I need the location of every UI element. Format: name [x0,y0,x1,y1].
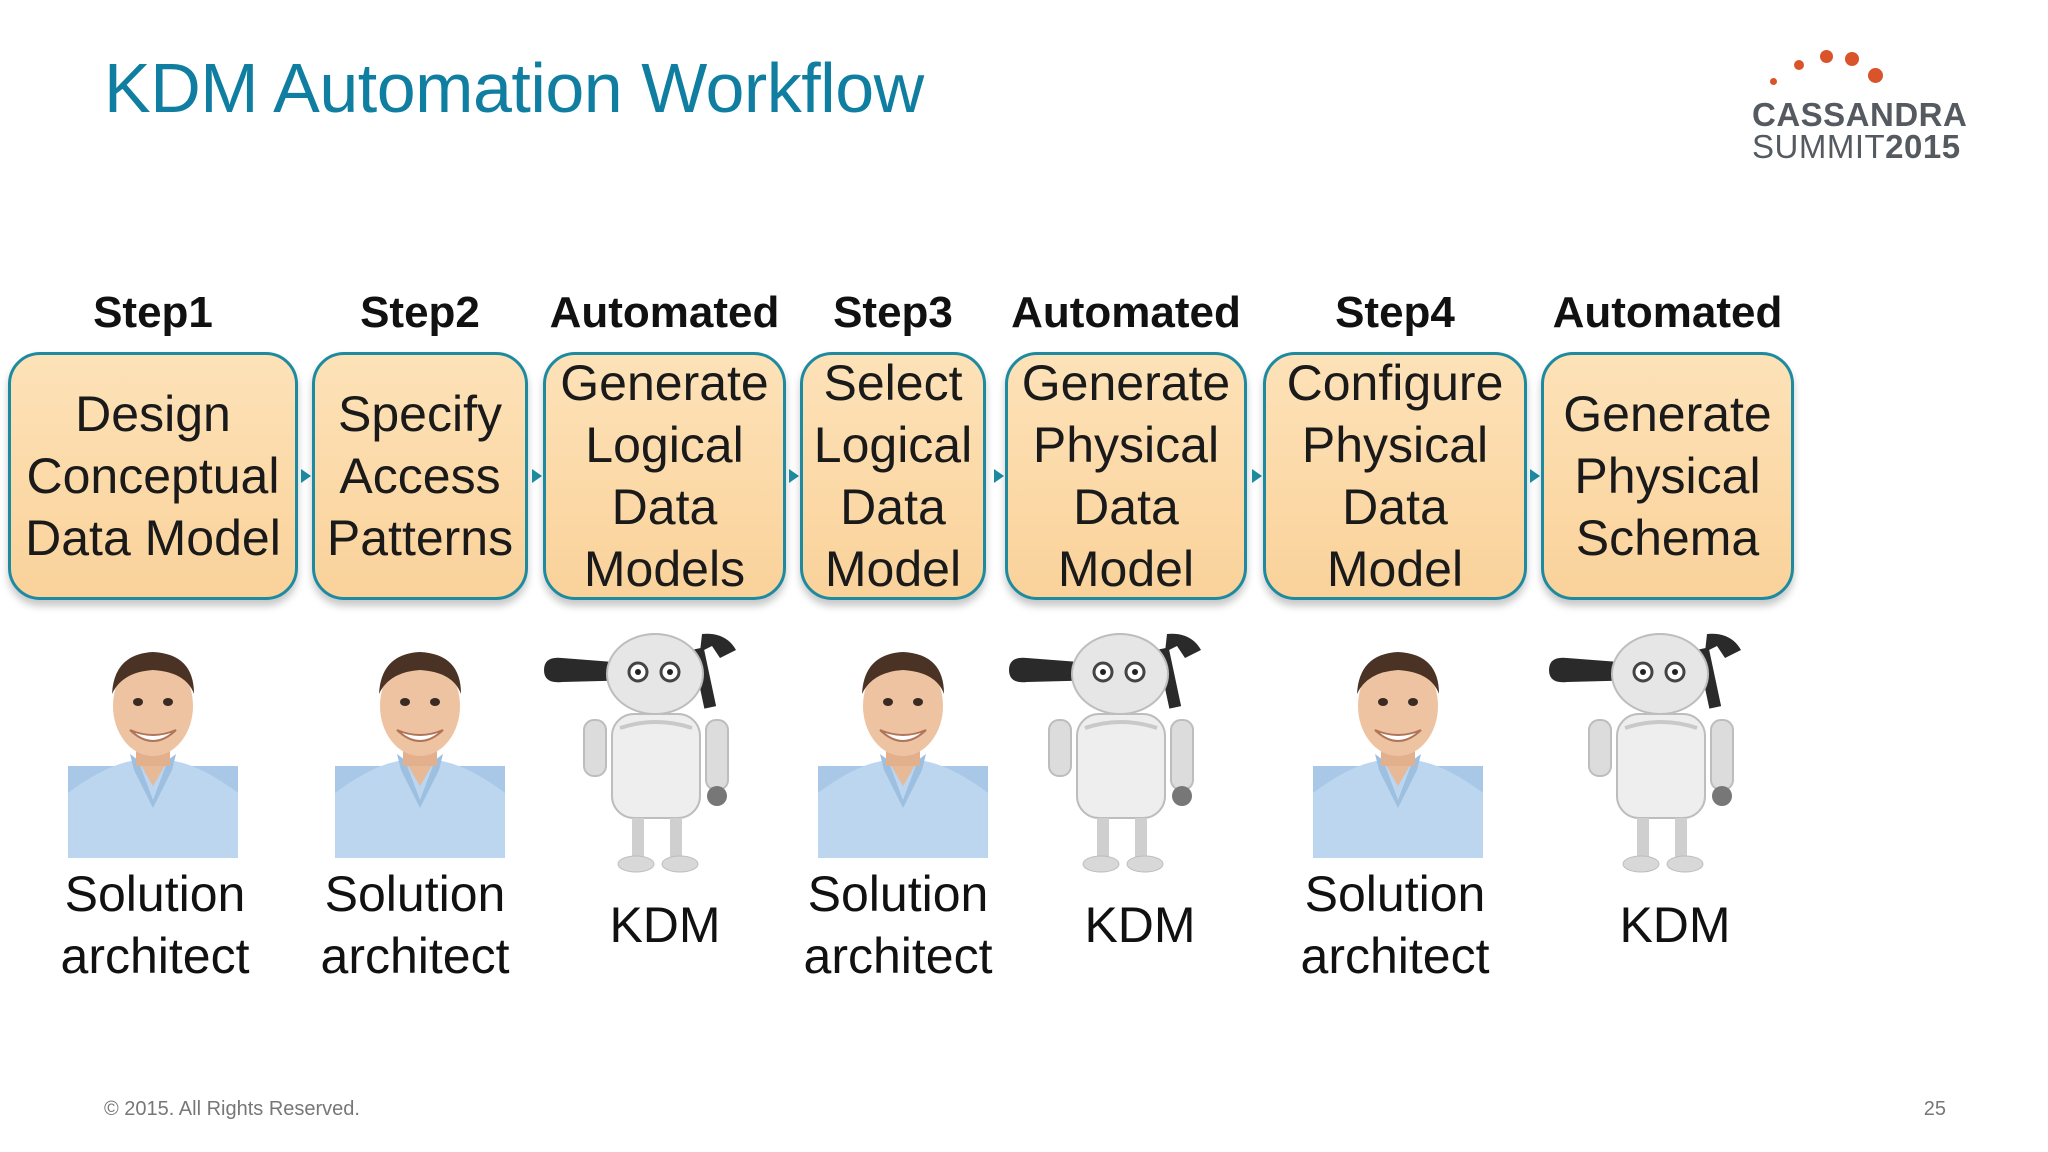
flow-arrow-icon [1252,469,1262,483]
flow-arrow-icon [994,469,1004,483]
process-box-text: Select Logical Data Model [813,355,973,597]
flow-arrow-icon [1530,469,1540,483]
process-box: Generate Logical Data Models [543,352,786,600]
role-label: KDM [1084,897,1196,953]
solution-architect-photo [335,628,505,858]
process-box: Specify Access Patterns [312,352,528,600]
step-label: Step3 [833,288,953,337]
process-box: Configure Physical Data Model [1263,352,1527,600]
flow-arrow-icon [789,469,799,483]
cassandra-summit-logo: CASSANDRA SUMMIT2015 [1750,46,1970,166]
solution-architect-photo [68,628,238,858]
role-label: Solution architect [1300,866,1490,984]
step-label: Automated [1552,288,1783,337]
solution-architect-photo [1313,628,1483,858]
process-box-text: Generate Physical Schema [1563,386,1772,566]
flow-arrow-icon [301,469,311,483]
logo-dot [1770,78,1777,85]
process-box-text: Specify Access Patterns [326,386,514,566]
process-box-text: Generate Physical Data Model [1021,355,1231,597]
step-label: Step2 [360,288,480,337]
logo-year: 2015 [1885,128,1961,165]
process-box: Select Logical Data Model [800,352,986,600]
solution-architect-photo [818,628,988,858]
step-label: Automated [549,288,780,337]
process-box: Generate Physical Schema [1541,352,1794,600]
logo-dot [1794,60,1804,70]
logo-dot [1845,52,1859,66]
process-box: Design Conceptual Data Model [8,352,298,600]
step-label: Automated [1011,288,1241,337]
flow-arrow-icon [532,469,542,483]
robot-with-wrench-icon [1005,628,1235,878]
logo-summit-text: SUMMIT [1752,128,1886,165]
role-label: Solution architect [60,866,250,984]
logo-dot [1868,68,1883,83]
process-box-text: Design Conceptual Data Model [25,386,281,566]
step-label: Step1 [93,288,213,337]
robot-with-wrench-icon [540,628,770,878]
copyright-footer: © 2015. All Rights Reserved. [104,1098,360,1120]
robot-with-wrench-icon [1545,628,1775,878]
logo-line-2: SUMMIT2015 [1752,128,1961,166]
role-label: KDM [609,897,721,953]
process-box: Generate Physical Data Model [1005,352,1247,600]
role-label: KDM [1619,897,1731,953]
process-box-text: Generate Logical Data Models [560,355,769,597]
slide-title: KDM Automation Workflow [104,49,924,127]
logo-dot [1820,50,1833,63]
process-box-text: Configure Physical Data Model [1286,355,1504,597]
logo-line-1: CASSANDRA [1752,96,1968,133]
step-label: Step4 [1335,288,1455,337]
page-number: 25 [1923,1098,1946,1120]
role-label: Solution architect [803,866,993,984]
role-label: Solution architect [320,866,510,984]
